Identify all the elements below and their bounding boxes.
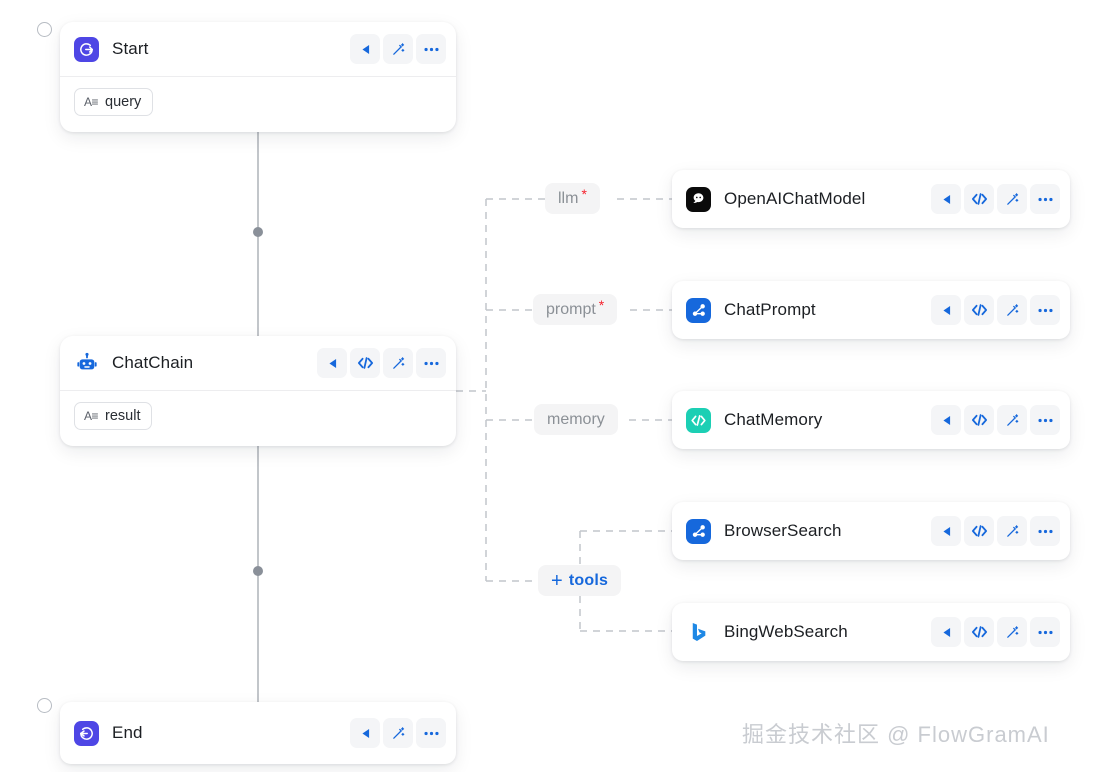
magic-wand-icon[interactable] [997,405,1027,435]
node-start[interactable]: Start [60,22,456,132]
collapse-icon[interactable] [931,295,961,325]
magic-wand-icon[interactable] [383,34,413,64]
port-chip-result[interactable]: A≡ result [74,402,153,430]
node-bingwebsearch-title: BingWebSearch [724,622,848,641]
node-chatmemory[interactable]: ChatMemory [672,391,1070,449]
plus-icon: + [551,569,563,592]
node-start-title: Start [112,39,149,58]
port-chip-query[interactable]: A≡ query [74,88,154,116]
port-label-llm[interactable]: llm * [545,183,600,214]
node-bingwebsearch[interactable]: BingWebSearch [672,603,1070,661]
node-browsersearch-header: BrowserSearch [672,502,1070,560]
node-end-title: End [112,723,143,742]
magic-wand-icon[interactable] [997,516,1027,546]
string-type-icon: A≡ [84,409,99,423]
code-icon[interactable] [964,184,994,214]
node-chatmemory-actions [931,405,1060,435]
node-bingwebsearch-header: BingWebSearch [672,603,1070,661]
port-label-llm-text: llm [558,189,579,207]
more-icon[interactable] [1030,184,1060,214]
node-end[interactable]: End [60,702,456,764]
node-bingwebsearch-actions [931,617,1060,647]
graph-icon [686,518,711,544]
node-browsersearch-actions [931,516,1060,546]
collapse-icon[interactable] [350,34,380,64]
end-icon [74,720,99,746]
collapse-icon[interactable] [317,348,347,378]
more-icon[interactable] [416,718,446,748]
collapse-icon[interactable] [931,617,961,647]
node-chatchain-body: A≡ result [60,391,456,430]
watermark: 掘金技术社区 @ FlowGramAI [742,722,1050,747]
node-chatprompt-title: ChatPrompt [724,300,816,319]
edge-dot-lower[interactable] [253,566,263,576]
magic-wand-icon[interactable] [383,718,413,748]
node-chatprompt[interactable]: ChatPrompt [672,281,1070,339]
node-chatchain-title: ChatChain [112,353,194,372]
port-label-memory[interactable]: memory [534,404,618,435]
start-icon [74,36,99,62]
robot-icon [74,351,99,376]
node-chatchain-header: ChatChain [60,336,456,391]
magic-wand-icon[interactable] [997,295,1027,325]
code-icon[interactable] [964,617,994,647]
more-icon[interactable] [416,348,446,378]
code-icon[interactable] [964,405,994,435]
magic-wand-icon[interactable] [383,348,413,378]
node-start-header: Start [60,22,456,77]
port-label-memory-text: memory [547,410,605,428]
graph-icon [686,297,711,323]
end-anchor-circle[interactable] [37,698,52,713]
node-start-body: A≡ query [60,77,456,116]
code-icon[interactable] [964,295,994,325]
magic-wand-icon[interactable] [997,617,1027,647]
more-icon[interactable] [416,34,446,64]
code-icon[interactable] [350,348,380,378]
port-label-tools[interactable]: + tools [538,565,622,596]
node-chatchain-actions [317,348,446,378]
node-openaichatmodel-actions [931,184,1060,214]
port-chip-label: query [105,94,142,110]
collapse-icon[interactable] [931,516,961,546]
start-anchor-circle[interactable] [37,22,52,37]
more-icon[interactable] [1030,617,1060,647]
required-asterisk: * [581,186,587,202]
more-icon[interactable] [1030,516,1060,546]
node-end-header: End [60,702,456,764]
bing-icon [686,620,711,645]
port-label-prompt[interactable]: prompt * [533,294,618,325]
more-icon[interactable] [1030,295,1060,325]
port-label-prompt-text: prompt [546,300,596,318]
node-end-actions [350,718,446,748]
node-start-actions [350,34,446,64]
openai-icon [686,186,711,212]
code-icon[interactable] [964,516,994,546]
node-chatprompt-actions [931,295,1060,325]
node-browsersearch[interactable]: BrowserSearch [672,502,1070,560]
node-openaichatmodel-header: OpenAIChatModel [672,170,1070,228]
string-type-icon: A≡ [84,95,99,109]
collapse-icon[interactable] [931,405,961,435]
collapse-icon[interactable] [931,184,961,214]
port-label-tools-text: tools [568,571,609,589]
edge-dot-upper[interactable] [253,227,263,237]
code-brackets-icon [686,407,711,433]
node-chatmemory-title: ChatMemory [724,410,823,429]
node-openaichatmodel[interactable]: OpenAIChatModel [672,170,1070,228]
node-browsersearch-title: BrowserSearch [724,521,842,540]
required-asterisk: * [598,297,605,313]
more-icon[interactable] [1030,405,1060,435]
port-chip-label: result [105,408,141,424]
node-chatmemory-header: ChatMemory [672,391,1070,449]
collapse-icon[interactable] [350,718,380,748]
node-chatchain[interactable]: ChatChain [60,336,456,446]
magic-wand-icon[interactable] [997,184,1027,214]
node-openaichatmodel-title: OpenAIChatModel [724,189,866,208]
node-chatprompt-header: ChatPrompt [672,281,1070,339]
